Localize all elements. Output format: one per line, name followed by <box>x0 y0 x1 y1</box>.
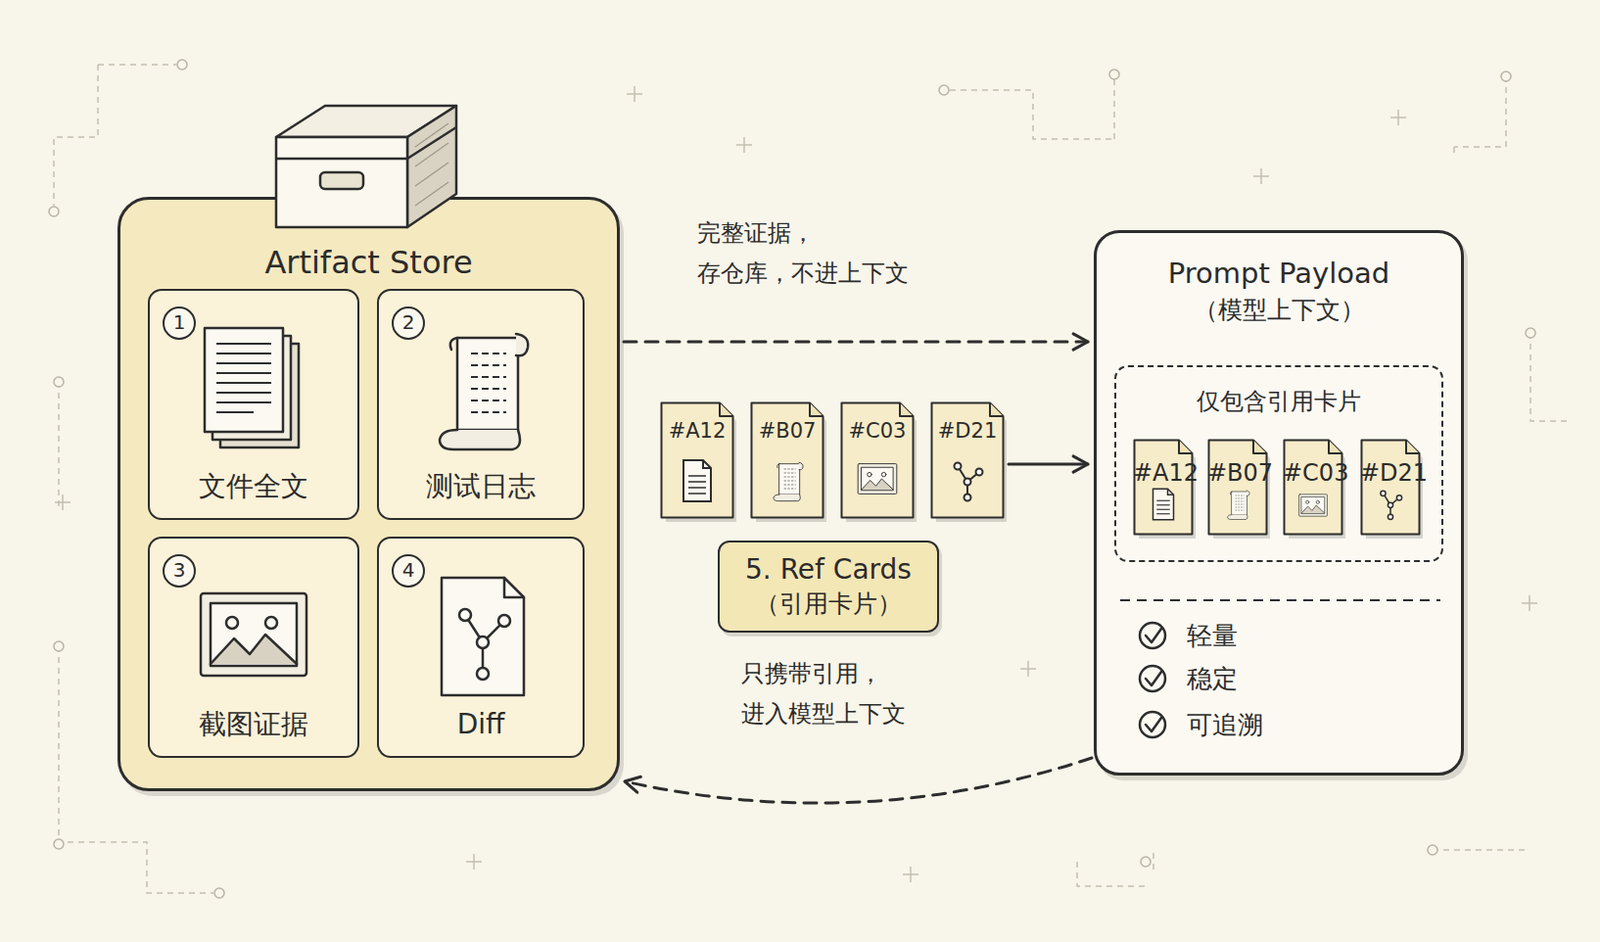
arrowhead <box>1073 456 1088 472</box>
ref-card: #D21 <box>930 401 1005 519</box>
arrow-connector <box>1008 456 1088 472</box>
arrowhead <box>624 776 641 793</box>
ref-card: #B07 <box>750 401 825 519</box>
graph-icon <box>1375 485 1406 523</box>
scroll-icon <box>1223 485 1253 523</box>
card-id: #C03 <box>840 417 915 445</box>
card-outline <box>1132 438 1194 536</box>
circuit-lines <box>53 64 1567 894</box>
box-title: 5. Ref Cards <box>745 552 912 588</box>
artifact-box: 3 截图证据 <box>147 536 360 758</box>
ref-card: #A12 <box>659 401 735 519</box>
check-item: 可追溯 <box>1186 707 1344 742</box>
plus-marks <box>54 86 1538 883</box>
ref-card: #C03 <box>840 401 915 519</box>
ref-card: #B07 <box>1207 438 1269 536</box>
circuit-nodes <box>48 59 1536 898</box>
artifact-box: 2 测试日志 <box>376 288 585 520</box>
callout-number: 2 <box>391 306 425 340</box>
box-subtitle: （模型上下文） <box>1096 293 1461 328</box>
box-title: Artifact Store <box>120 242 617 283</box>
doc-icon <box>1148 485 1178 523</box>
ref-cards-box: 5. Ref Cards（引用卡片） <box>717 540 940 633</box>
ref-card: #D21 <box>1360 438 1421 536</box>
ref-card: #C03 <box>1282 438 1344 536</box>
connector-stroke <box>623 340 1088 344</box>
artifact-store-box: Artifact Store 1 文件全文 2 测试日志 3 截图证据 4Diff <box>117 196 620 792</box>
doc-icon <box>677 456 717 506</box>
storage-box-icon <box>276 105 457 228</box>
image-icon <box>855 460 899 498</box>
dashed-arrow-connector <box>624 757 1092 803</box>
connector-stroke <box>1008 463 1088 467</box>
box-subtitle: （引用卡片） <box>754 587 902 621</box>
flow-note: 只携带引用， 进入模型上下文 <box>741 654 987 735</box>
card-outline <box>1360 438 1421 536</box>
ref-cards-group: 仅包含引用卡片 #A12 #B07 #C03 #D21 <box>1114 365 1444 563</box>
card-id: #D21 <box>1360 456 1421 490</box>
card-id: #D21 <box>930 417 1005 445</box>
check-item: 稳定 <box>1186 661 1344 696</box>
callout-number: 3 <box>162 554 196 588</box>
callout-number: 1 <box>162 306 196 340</box>
graph-icon <box>947 456 988 506</box>
card-id: #B07 <box>750 417 825 445</box>
arrowhead <box>1073 333 1088 350</box>
callout-number: 4 <box>391 554 425 588</box>
prompt-payload-box: Prompt Payload（模型上下文） 仅包含引用卡片 #A12 #B07 #C03… <box>1093 230 1464 776</box>
box-title: Prompt Payload <box>1096 254 1461 292</box>
image-icon <box>1297 491 1329 519</box>
scroll-icon <box>422 320 540 458</box>
scroll-icon <box>767 456 807 506</box>
box-label: 文件全文 <box>149 469 358 505</box>
artifact-box: 1 文件全文 <box>147 288 360 520</box>
card-outline <box>1282 438 1344 536</box>
card-id: #B07 <box>1207 456 1269 490</box>
card-id: #C03 <box>1282 456 1344 490</box>
ref-card: #A12 <box>1132 438 1194 536</box>
box-label: 测试日志 <box>378 469 583 505</box>
pages-icon <box>194 320 313 458</box>
image-icon <box>194 585 313 684</box>
dashed-arrow-connector <box>623 333 1088 350</box>
box-label: 截图证据 <box>149 706 358 743</box>
card-outline <box>1207 438 1269 536</box>
card-id: #A12 <box>1132 456 1194 490</box>
artifact-box: 4Diff <box>376 536 585 758</box>
card-id: #A12 <box>659 417 735 445</box>
box-label: Diff <box>378 706 583 743</box>
edge-label: 完整证据， 存仓库，不进上下文 <box>697 213 952 294</box>
group-title: 仅包含引用卡片 <box>1116 384 1442 419</box>
connector-stroke <box>624 757 1092 803</box>
check-item: 轻量 <box>1186 618 1344 653</box>
diff-icon <box>422 567 540 706</box>
